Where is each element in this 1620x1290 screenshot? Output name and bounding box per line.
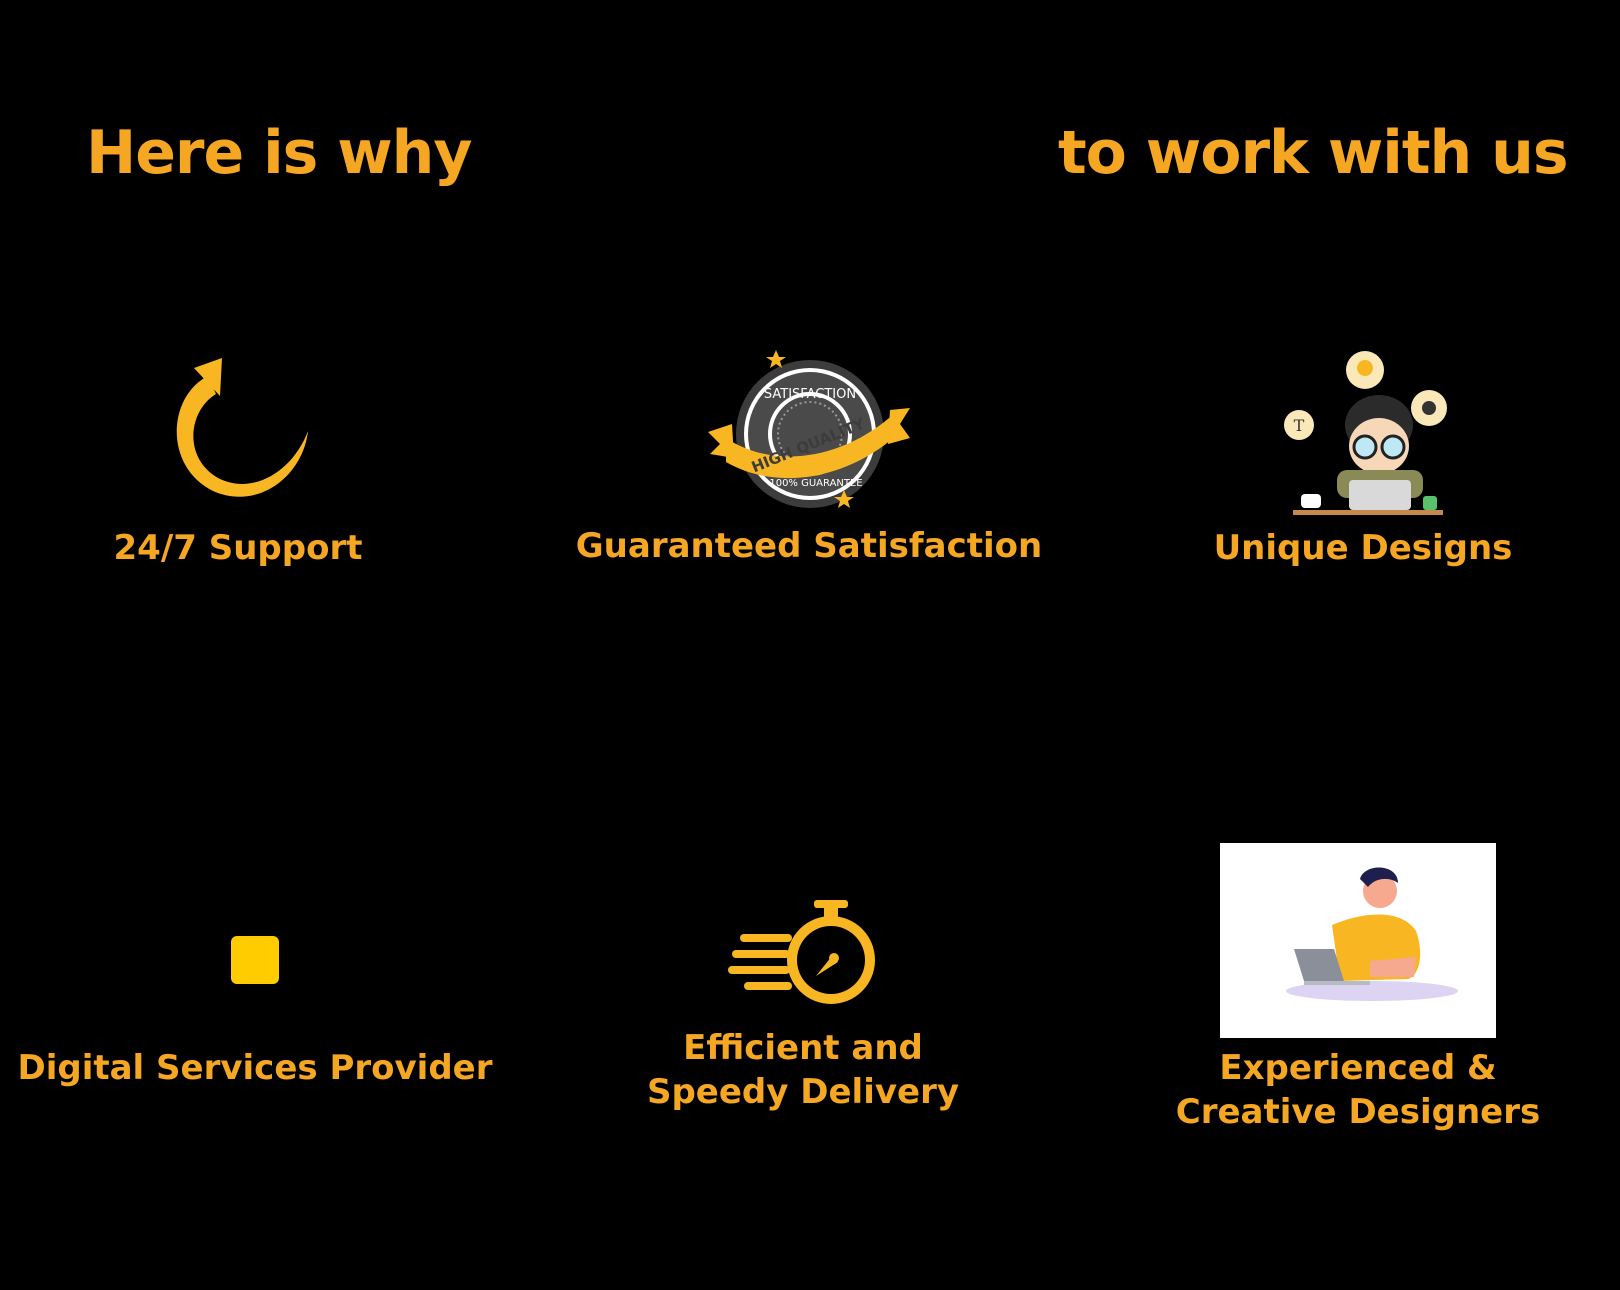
feature-label: Efficient and Speedy Delivery — [646, 1028, 960, 1112]
badge-text-bottom: 100% GUARANTEE — [769, 478, 862, 489]
refresh-arrow-icon — [158, 356, 318, 506]
stopwatch-speed-icon — [728, 898, 878, 1010]
feature-label: Guaranteed Satisfaction — [575, 526, 1043, 566]
feature-support: 24/7 Support — [0, 356, 498, 570]
feature-unique: T Unique Designs — [1103, 350, 1620, 570]
svg-text:T: T — [1294, 416, 1305, 435]
feature-label: Unique Designs — [1213, 528, 1513, 568]
designer-laptop-illustration — [1220, 843, 1496, 1038]
feature-label: Experienced & Creative Designers — [1175, 1048, 1541, 1132]
feature-satisfaction: SATISFACTION HIGH QUALITY 100% GUARANTEE… — [549, 350, 1069, 568]
feature-digital: Digital Services Provider — [0, 936, 515, 1090]
heading-left: Here is why — [86, 118, 473, 188]
badge-text-top: SATISFACTION — [764, 387, 856, 402]
heading-right: to work with us — [1058, 118, 1569, 188]
designer-character-icon: T — [1273, 350, 1453, 526]
satisfaction-badge-icon: SATISFACTION HIGH QUALITY 100% GUARANTEE — [704, 350, 914, 520]
feature-label: Digital Services Provider — [17, 1048, 493, 1088]
feature-delivery: Efficient and Speedy Delivery — [543, 898, 1063, 1114]
feature-label: 24/7 Support — [113, 528, 363, 568]
digital-square-icon — [230, 936, 280, 986]
feature-designers: Experienced & Creative Designers — [1098, 843, 1618, 1134]
